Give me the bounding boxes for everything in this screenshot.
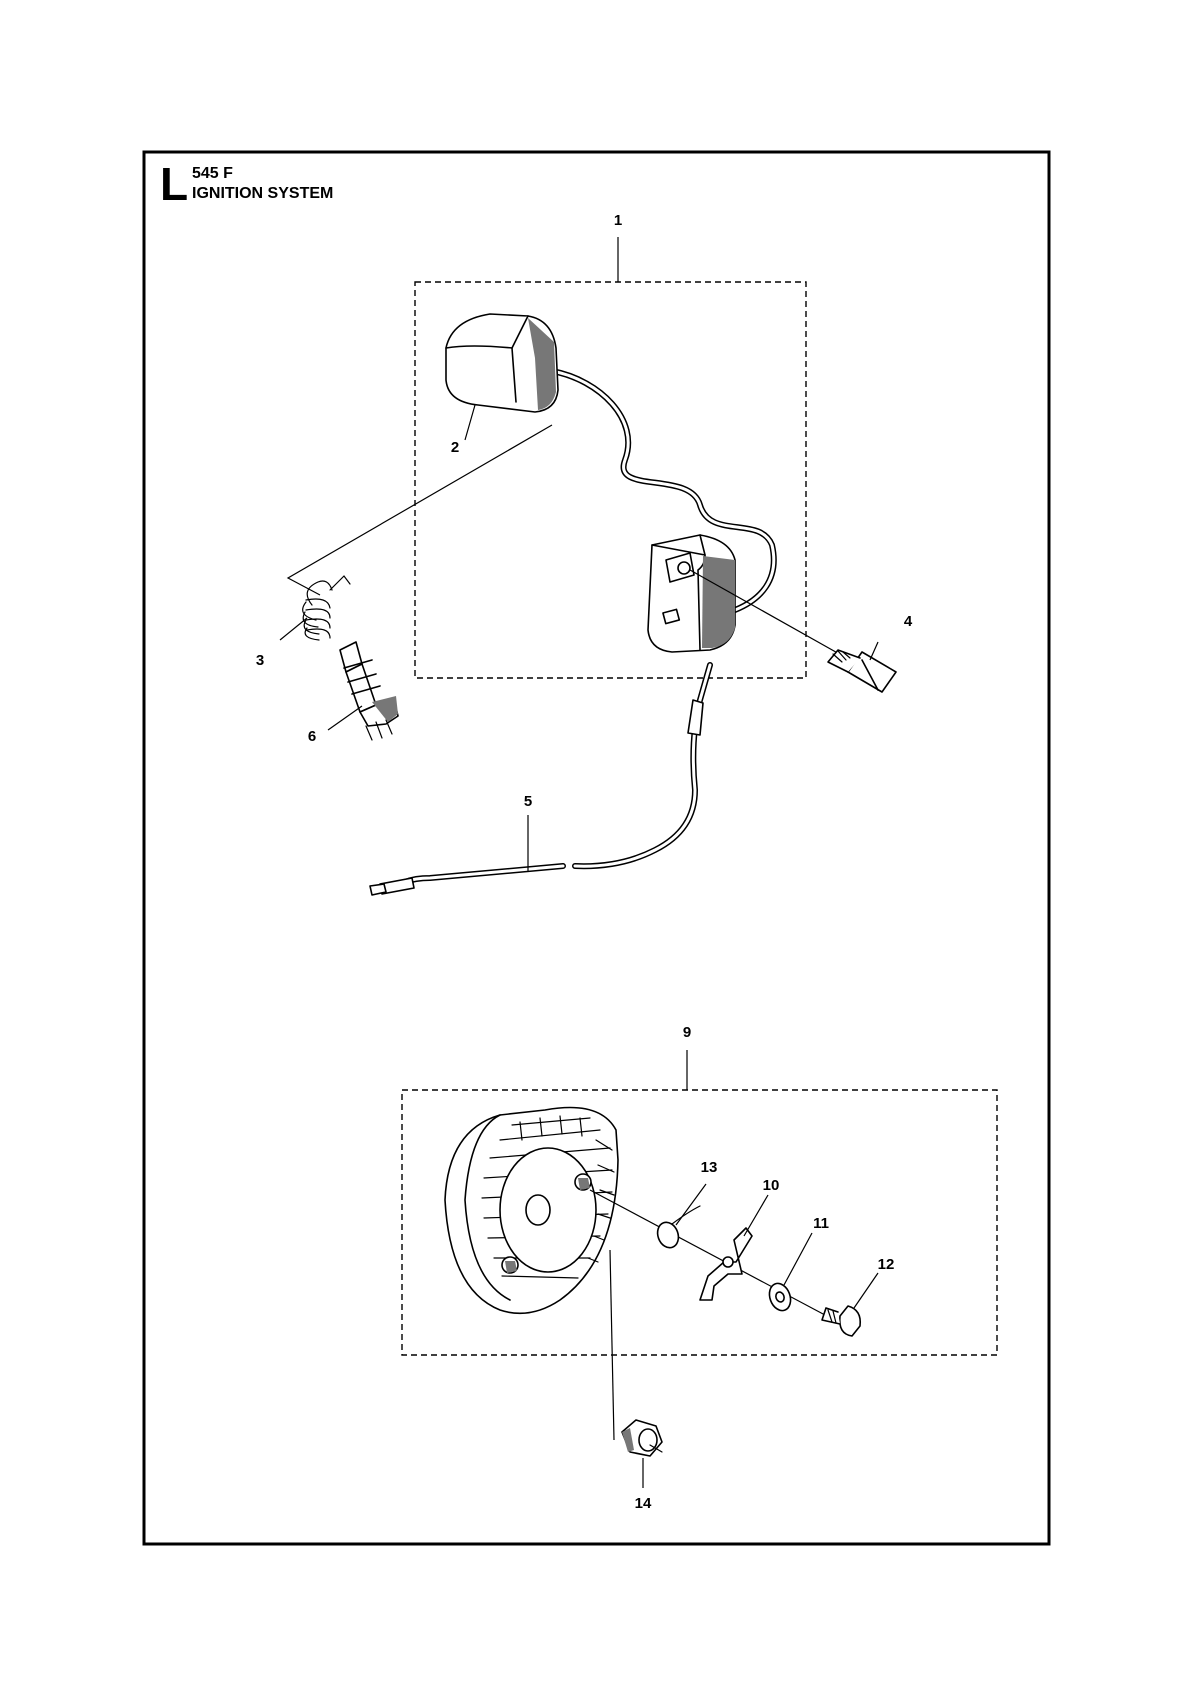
model-name: 545 F: [192, 165, 233, 182]
callout-5: 5: [524, 793, 532, 810]
ignition-module-assembly: [288, 237, 806, 678]
section-letter: L: [160, 158, 188, 210]
flywheel: [445, 1108, 618, 1314]
screw-12: [822, 1273, 878, 1336]
callout-12: 12: [878, 1256, 895, 1273]
callout-11: 11: [813, 1215, 829, 1232]
section-title: IGNITION SYSTEM: [192, 185, 333, 202]
stop-wire-5: [370, 665, 710, 895]
callout-2: 2: [451, 439, 459, 456]
callout-3: 3: [256, 652, 264, 669]
callout-10: 10: [763, 1177, 780, 1194]
callout-4: 4: [904, 613, 913, 630]
callout-14: 14: [635, 1495, 652, 1512]
ignition-module: [648, 535, 735, 652]
nut-14: [610, 1250, 662, 1488]
page-frame: [144, 152, 1049, 1544]
spark-plug-6: [328, 642, 398, 740]
flywheel-assembly: [402, 1050, 997, 1355]
callout-1: 1: [614, 212, 622, 229]
spark-plug-cap: [446, 314, 558, 412]
spring-clip-13: [654, 1184, 706, 1251]
callout-9: 9: [683, 1024, 691, 1041]
washer-11: [766, 1233, 812, 1314]
callout-6: 6: [308, 728, 316, 745]
bracket-10: [700, 1195, 768, 1300]
callout-13: 13: [701, 1159, 718, 1176]
spring-3: [280, 576, 350, 640]
